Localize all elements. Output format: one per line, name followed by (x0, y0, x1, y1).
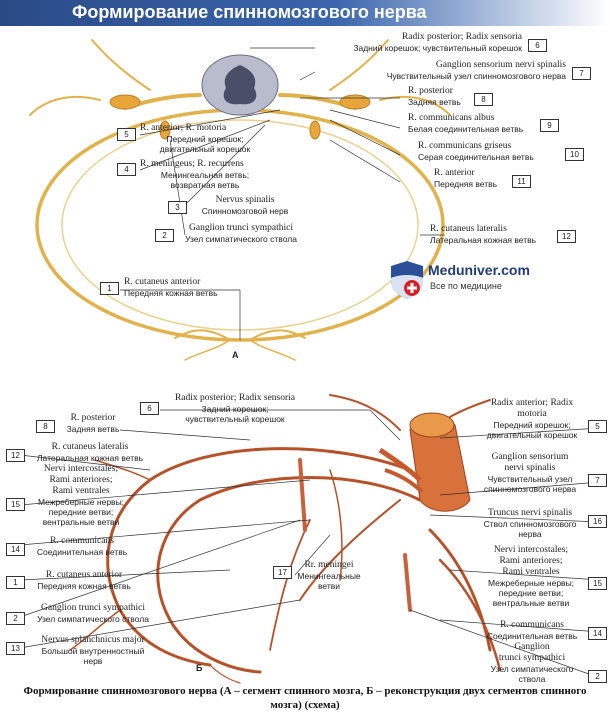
label-number: 17 (273, 566, 292, 579)
panel-b-cord-segment (378, 412, 471, 512)
page-title: Формирование спинномозгового нерва (72, 2, 427, 22)
label-number: 10 (565, 148, 584, 161)
label-cutaneus-lateralis-b: R. cutaneus lateralis Латеральная кожная… (36, 442, 144, 463)
label-number: 7 (572, 67, 591, 80)
label-communicans-b-left: R. communicans Соединительная ветвь (36, 536, 128, 557)
label-number: 15 (6, 498, 25, 511)
label-number: 4 (117, 163, 136, 176)
medical-shield-icon (391, 261, 423, 299)
label-r-meningeus: R. meningeus; R. recurrens Менингеальная… (140, 159, 250, 190)
label-number: 2 (6, 612, 25, 625)
sympathetic-ganglion-right (309, 120, 321, 140)
title-banner: Формирование спинномозгового нерва (0, 0, 610, 26)
panel-b-intercostal-upper (106, 447, 412, 667)
label-number: 1 (6, 576, 25, 589)
label-number: 8 (36, 420, 55, 433)
label-number: 14 (6, 543, 25, 556)
label-number: 5 (588, 420, 607, 433)
label-splanchnicus-major: Nervus splanchnicus major Большой внутре… (41, 635, 145, 666)
panel-b-intercostal-lower (156, 476, 422, 674)
logo-brand: Meduniver.com (428, 262, 530, 278)
panel-b-leader-lines (19, 409, 601, 679)
label-intercostales-b-right: Nervi intercostales; Rami anteriores; Ra… (487, 545, 575, 608)
panel-b-sympathetic-trunk (298, 458, 412, 612)
label-number: 12 (6, 449, 25, 462)
label-number: 3 (168, 201, 187, 214)
label-communicans-albus: R. communicans albus Белая соединительна… (408, 113, 524, 134)
label-nervus-spinalis-a: Nervus spinalis Спинномозговой нерв (201, 195, 289, 216)
label-ganglion-trunci-b-left: Ganglion trunci sympathici Узел симпатич… (37, 603, 149, 624)
label-radix-posterior-b: Radix posterior; Radix sensoria Задний к… (174, 393, 296, 424)
spinal-cord-section (201, 54, 279, 116)
label-ganglion-sensorium-b: Ganglion sensorium nervi spinalis Чувств… (483, 452, 577, 494)
spinal-ganglion-left (109, 94, 141, 110)
label-cutaneus-anterior-b: R. cutaneus anterior Передняя кожная вет… (37, 570, 131, 591)
label-number: 14 (588, 627, 607, 640)
label-number: 6 (528, 39, 547, 52)
label-r-posterior-b: R. posterior Задняя ветвь (66, 413, 120, 434)
label-rr-meningei: Rr. meningei Менингеальные ветви (297, 560, 361, 591)
label-number: 6 (140, 402, 159, 415)
label-radix-posterior-a: Radix posterior; Radix sensoria Задний к… (353, 32, 522, 53)
label-r-posterior-a: R. posterior Задняя ветвь (408, 86, 461, 107)
label-number: 9 (540, 119, 559, 132)
label-cutaneus-lateralis-a: R. cutaneus lateralis Латеральная кожная… (430, 224, 537, 245)
label-ganglion-trunci-a: Ganglion trunci sympathici Узел симпатич… (185, 223, 297, 244)
label-communicans-griseus: R. communicans griseus Серая соединитель… (418, 141, 534, 162)
label-ganglion-trunci-b-right: Ganglion trunci sympathici Узел симпатич… (490, 642, 574, 684)
logo-tagline: Все по медицине (430, 281, 502, 291)
label-number: 12 (557, 230, 576, 243)
label-number: 16 (588, 515, 607, 528)
panel-a-leader-lines (120, 47, 445, 340)
sympathetic-ganglion-left (159, 120, 171, 140)
label-number: 2 (588, 670, 607, 683)
label-number: 1 (100, 282, 119, 295)
panel-b-illustration (69, 394, 502, 684)
label-communicans-b-right: R. communicans Соединительная ветвь (486, 620, 578, 641)
label-r-anterior-a: R. anterior Передняя ветвь (434, 168, 498, 189)
label-number: 8 (474, 93, 493, 106)
label-number: 7 (588, 474, 607, 487)
label-number: 2 (155, 229, 174, 242)
label-number: 11 (512, 175, 531, 188)
figure-caption: Формирование спинномозгового нерва (А – … (23, 685, 587, 711)
label-number: 5 (117, 128, 136, 141)
panel-a-ganglia (109, 94, 371, 140)
spinal-ganglion-right (339, 94, 371, 110)
label-number: 13 (6, 642, 25, 655)
panel-a-letter: А (232, 350, 239, 360)
label-intercostales-b-left: Nervi intercostales; Rami anteriores; Ra… (37, 464, 125, 527)
panel-b-letter: Б (196, 663, 203, 673)
label-truncus-nervi-spinalis: Truncus nervi spinalis Ствол спинномозго… (483, 508, 577, 539)
label-r-anterior-motoria: R. anterior; R. motoria Передний корешок… (140, 123, 251, 154)
label-number: 15 (588, 577, 607, 590)
label-cutaneus-anterior-a: R. cutaneus anterior Передняя кожная вет… (124, 277, 218, 298)
label-ganglion-sensorium-a: Ganglion sensorium nervi spinalis Чувств… (386, 60, 566, 81)
label-radix-anterior-b: Radix anterior; Radix motoria Передний к… (486, 398, 578, 440)
